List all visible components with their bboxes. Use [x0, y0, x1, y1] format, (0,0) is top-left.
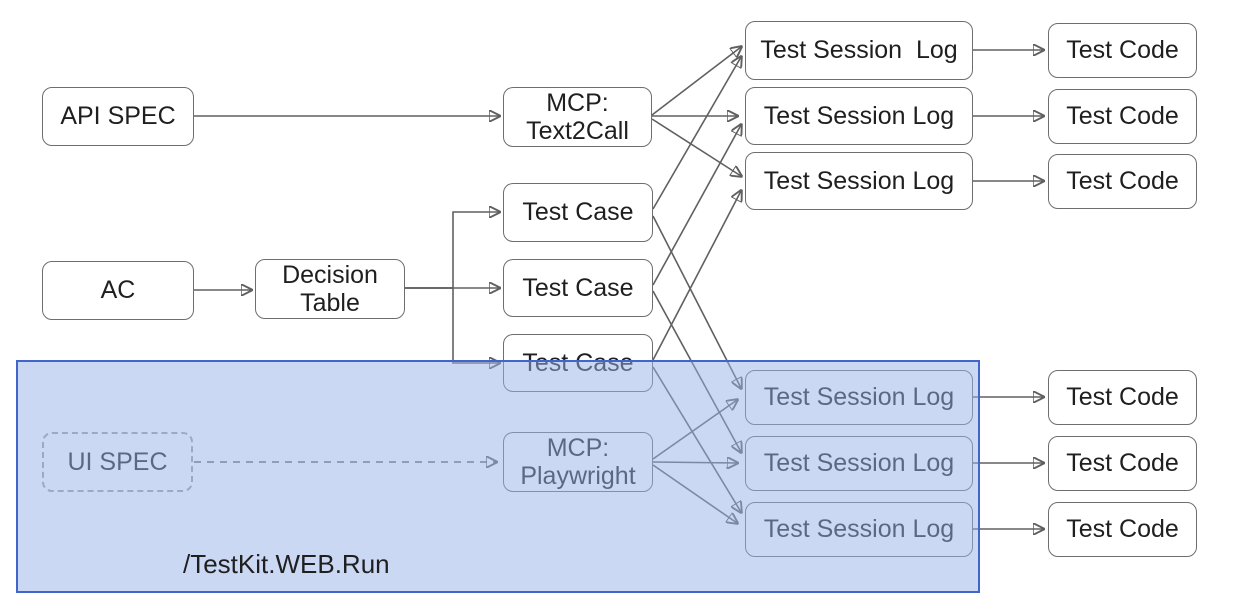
- node-tsl-2[interactable]: Test Session Log: [745, 87, 973, 145]
- node-test-code-5[interactable]: Test Code: [1048, 436, 1197, 491]
- node-api-spec[interactable]: API SPEC: [42, 87, 194, 146]
- edge-test-case-3-to-tsl-3: [652, 191, 741, 361]
- node-test-code-1[interactable]: Test Code: [1048, 23, 1197, 78]
- node-test-case-2[interactable]: Test Case: [503, 259, 653, 317]
- node-test-code-2-label: Test Code: [1066, 102, 1179, 131]
- node-test-code-5-label: Test Code: [1066, 449, 1179, 478]
- node-test-code-2[interactable]: Test Code: [1048, 89, 1197, 144]
- node-test-code-3-label: Test Code: [1066, 167, 1179, 196]
- node-tsl-2-label: Test Session Log: [763, 101, 955, 130]
- node-test-code-1-label: Test Code: [1066, 36, 1179, 65]
- edge-test-case-1-to-btsl-1: [652, 215, 741, 388]
- node-api-spec-label: API SPEC: [60, 102, 176, 131]
- node-decision-table[interactable]: Decision Table: [255, 259, 405, 319]
- node-ac-label: AC: [100, 276, 136, 305]
- testkit-web-run-label: /TestKit.WEB.Run: [183, 549, 390, 579]
- edge-test-case-1-to-tsl-1: [652, 57, 741, 210]
- node-test-case-2-label: Test Case: [522, 273, 634, 302]
- node-test-code-6[interactable]: Test Code: [1048, 502, 1197, 557]
- node-tsl-1-label: Test Session Log: [760, 36, 958, 65]
- node-test-code-6-label: Test Code: [1066, 515, 1179, 544]
- node-ac[interactable]: AC: [42, 261, 194, 320]
- node-mcp-text2call[interactable]: MCP: Text2Call: [503, 87, 652, 147]
- node-test-code-4-label: Test Code: [1066, 383, 1179, 412]
- node-tsl-3[interactable]: Test Session Log: [745, 152, 973, 210]
- node-decision-table-label: Decision Table: [282, 260, 378, 318]
- edge-mcp-text2call-to-tsl-1: [651, 47, 741, 116]
- node-tsl-3-label: Test Session Log: [763, 166, 955, 195]
- node-test-code-4[interactable]: Test Code: [1048, 370, 1197, 425]
- node-test-case-1[interactable]: Test Case: [503, 183, 653, 242]
- node-test-case-1-label: Test Case: [522, 198, 634, 227]
- edge-test-case-2-to-tsl-2: [652, 125, 741, 286]
- node-tsl-1[interactable]: Test Session Log: [745, 21, 973, 80]
- testkit-web-run-region[interactable]: [16, 360, 980, 593]
- node-mcp-text2call-label: MCP: Text2Call: [526, 88, 629, 146]
- edge-mcp-text2call-to-tsl-3: [651, 118, 741, 176]
- node-test-code-3[interactable]: Test Code: [1048, 154, 1197, 209]
